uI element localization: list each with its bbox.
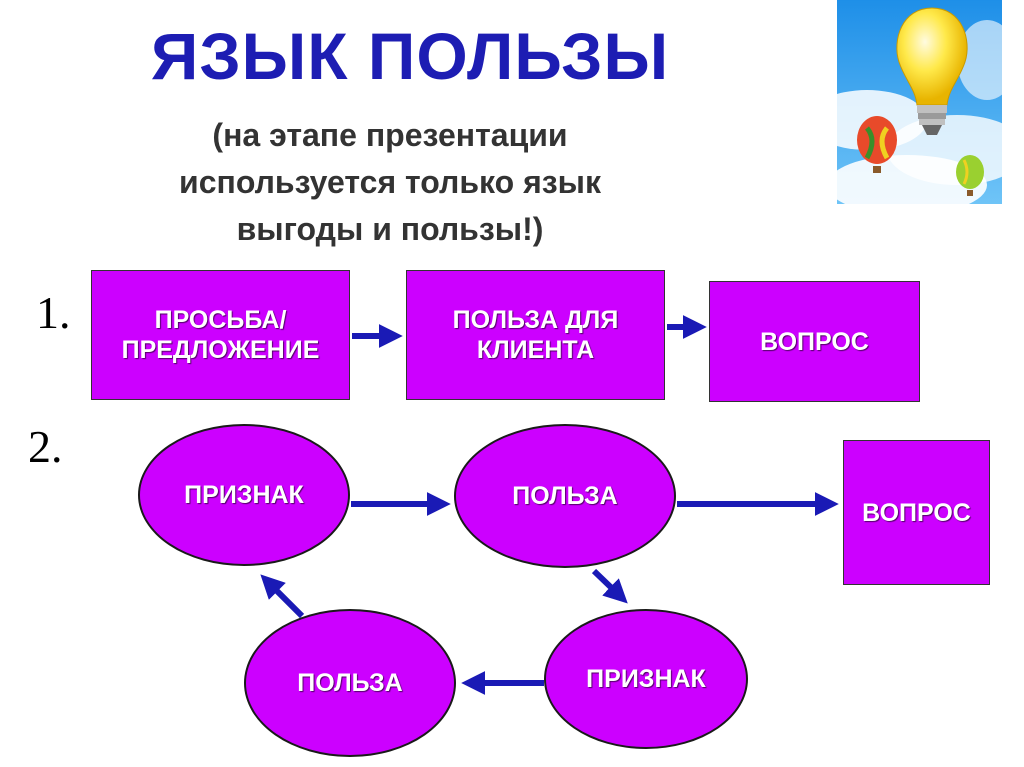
request-offer-line-2: ПРЕДЛОЖЕНИЕ bbox=[121, 336, 320, 364]
feature-ellipse-bottom: ПРИЗНАК bbox=[544, 609, 748, 749]
subtitle: (на этапе презентации используется тольк… bbox=[120, 112, 660, 253]
client-benefit-box: ПОЛЬЗА ДЛЯ КЛИЕНТА bbox=[406, 270, 665, 400]
light-bulb-icon bbox=[837, 0, 1002, 204]
arrow-benefit-to-feature-bottom bbox=[591, 568, 628, 604]
question-box-2: ВОПРОС bbox=[843, 440, 990, 585]
subtitle-line-2: используется только язык bbox=[179, 164, 601, 200]
benefit-ellipse-top-label: ПОЛЬЗА bbox=[512, 481, 618, 510]
benefit-ellipse-bottom: ПОЛЬЗА bbox=[244, 609, 456, 757]
step-number-1: 1. bbox=[36, 287, 71, 338]
question-box-1-label: ВОПРОС bbox=[760, 327, 869, 356]
feature-ellipse-top: ПРИЗНАК bbox=[138, 424, 350, 566]
subtitle-line-3: выгоды и пользы!) bbox=[236, 211, 544, 247]
request-offer-box: ПРОСЬБА/ ПРЕДЛОЖЕНИЕ bbox=[91, 270, 350, 400]
feature-ellipse-top-label: ПРИЗНАК bbox=[184, 480, 304, 509]
feature-ellipse-bottom-label: ПРИЗНАК bbox=[586, 664, 706, 693]
subtitle-line-1: (на этапе презентации bbox=[212, 117, 568, 153]
client-benefit-line-1: ПОЛЬЗА ДЛЯ bbox=[452, 306, 619, 334]
question-box-2-label: ВОПРОС bbox=[862, 498, 971, 527]
page-title: ЯЗЫК ПОЛЬЗЫ bbox=[150, 19, 670, 93]
benefit-ellipse-top: ПОЛЬЗА bbox=[454, 424, 676, 568]
benefit-ellipse-bottom-label: ПОЛЬЗА bbox=[297, 668, 403, 697]
arrow-benefit-to-feature-top bbox=[260, 574, 305, 619]
client-benefit-line-2: КЛИЕНТА bbox=[476, 336, 595, 364]
request-offer-line-1: ПРОСЬБА/ bbox=[154, 306, 287, 334]
step-number-2: 2. bbox=[28, 421, 63, 472]
question-box-1: ВОПРОС bbox=[709, 281, 920, 402]
